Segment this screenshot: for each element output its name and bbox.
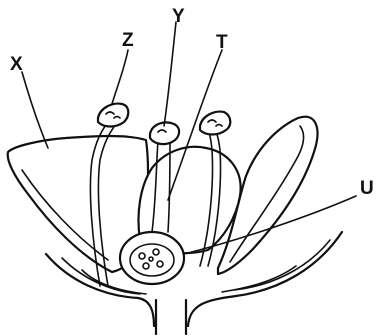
label-t: T [216,32,228,53]
label-u: U [360,178,374,199]
ovary [120,232,184,284]
leader-x [22,72,48,148]
label-x: X [10,54,23,75]
label-z: Z [122,30,134,51]
leader-z [112,50,128,104]
label-y: Y [172,6,185,27]
pedicel [156,300,186,334]
leader-y [164,22,176,126]
